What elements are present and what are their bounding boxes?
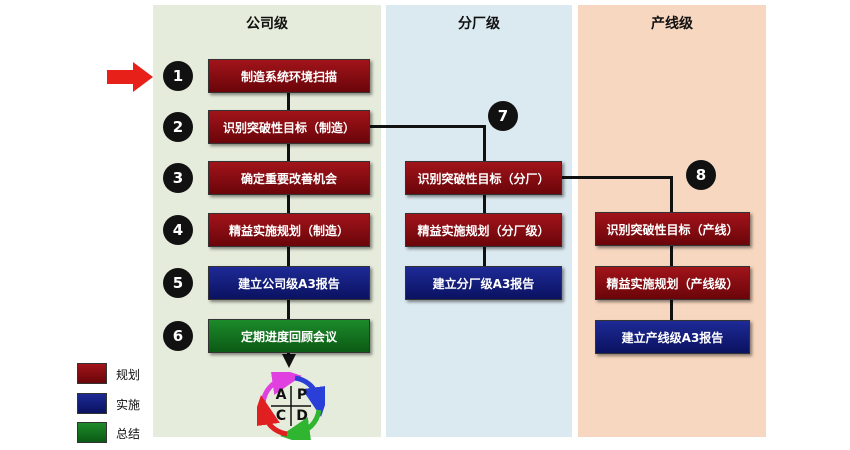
line-box-a3-report[interactable]: 建立产线级A3报告 (595, 320, 750, 354)
down-arrow-icon (282, 354, 296, 368)
step-number-1: 1 (163, 61, 193, 91)
plant-box-lean-planning[interactable]: 精益实施规划（分厂级） (405, 213, 562, 247)
pdca-label-p: P (296, 387, 308, 403)
plant-branch-horizontal (370, 125, 486, 128)
plant-box-a3-report[interactable]: 建立分厂级A3报告 (405, 266, 562, 300)
pdca-cycle-icon: A P C D (257, 372, 325, 440)
pdca-label-d: D (296, 408, 308, 424)
step-box-progress-review[interactable]: 定期进度回顾会议 (208, 319, 370, 353)
column-title-plant: 分厂级 (458, 16, 500, 32)
step-number-2: 2 (163, 112, 193, 142)
step-number-5: 5 (163, 268, 193, 298)
line-box-breakthrough-goal[interactable]: 识别突破性目标（产线） (595, 212, 750, 246)
step-number-6: 6 (163, 321, 193, 351)
step-box-environment-scan[interactable]: 制造系统环境扫描 (208, 59, 370, 93)
step-box-lean-planning-manufacturing[interactable]: 精益实施规划（制造） (208, 213, 370, 247)
step-box-company-a3-report[interactable]: 建立公司级A3报告 (208, 266, 370, 300)
legend-label-plan: 规划 (116, 368, 141, 382)
legend-swatch-summary (77, 422, 107, 443)
legend-label-summary: 总结 (116, 427, 141, 441)
line-branch-horizontal (561, 176, 673, 179)
column-title-line: 产线级 (651, 16, 693, 32)
step-box-improvement-opportunities[interactable]: 确定重要改善机会 (208, 161, 370, 195)
step-number-8: 8 (686, 160, 716, 190)
legend-label-implement: 实施 (116, 398, 141, 412)
step-number-4: 4 (163, 215, 193, 245)
pdca-label-a: A (275, 387, 287, 403)
pdca-label-c: C (275, 408, 287, 424)
plant-box-breakthrough-goal[interactable]: 识别突破性目标（分厂） (405, 161, 562, 195)
red-right-arrow-icon (107, 62, 153, 92)
legend-swatch-plan (77, 363, 107, 384)
legend-swatch-implement (77, 393, 107, 414)
step-box-breakthrough-goal-manufacturing[interactable]: 识别突破性目标（制造） (208, 110, 370, 144)
column-title-company: 公司级 (246, 16, 288, 32)
line-branch-vertical (670, 176, 673, 212)
step-number-7: 7 (488, 101, 518, 131)
plant-branch-vertical (483, 125, 486, 161)
line-box-lean-planning[interactable]: 精益实施规划（产线级） (595, 266, 750, 300)
step-number-3: 3 (163, 163, 193, 193)
